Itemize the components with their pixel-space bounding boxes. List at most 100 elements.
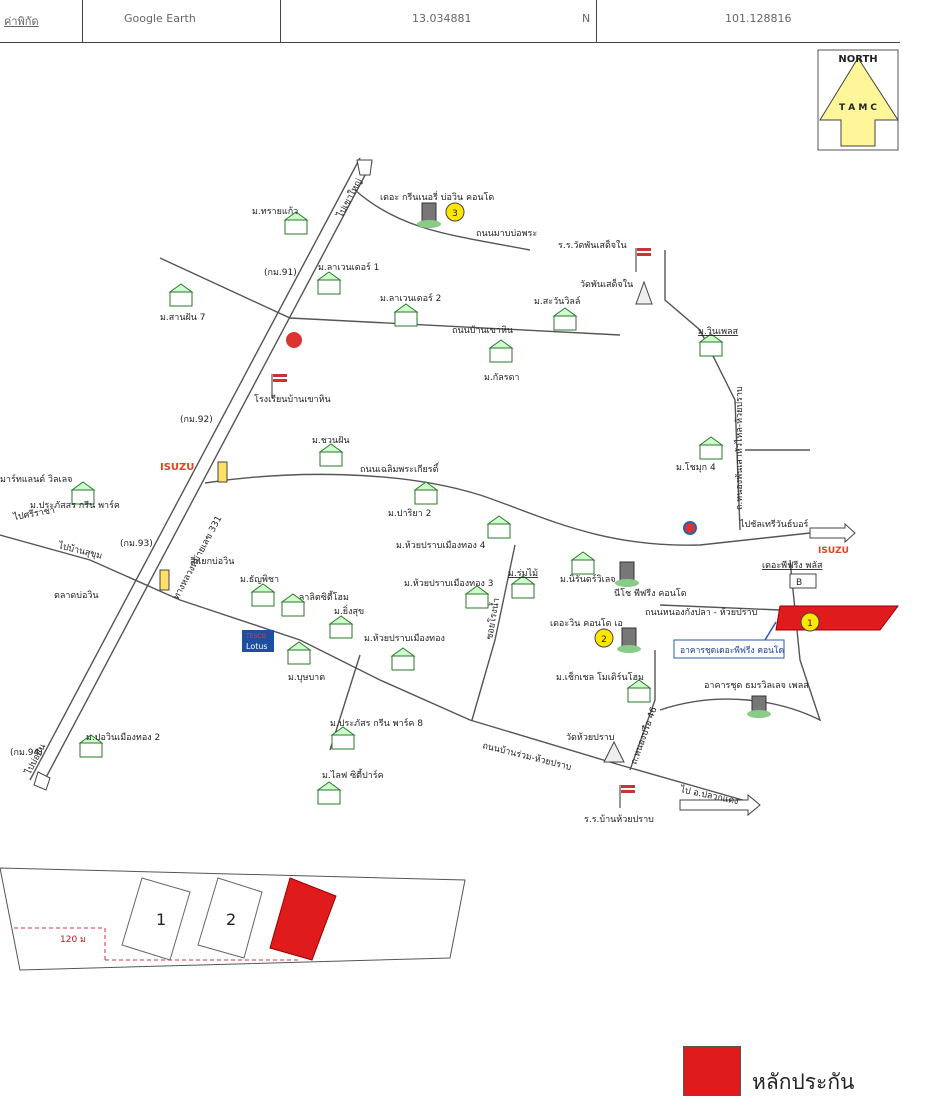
village-icon — [70, 481, 96, 505]
village-icon — [626, 679, 652, 703]
km-94: (กม.94) — [10, 748, 43, 758]
marker-3: 3 — [445, 202, 465, 222]
temple-icon — [635, 280, 653, 305]
landmark-wat: วัดพันเสด็จใน — [580, 277, 633, 290]
village-icon — [552, 307, 578, 331]
village-label: ม.กัลรดา — [484, 373, 520, 383]
village-icon — [286, 641, 312, 665]
condo-icon — [417, 202, 441, 228]
village-icon — [464, 585, 490, 609]
lot-b-label: B — [796, 578, 802, 588]
legend-swatch — [683, 1046, 741, 1096]
landmark-niche: นีโช พีฟรีง คอนโด — [614, 588, 687, 599]
flag-icon — [635, 248, 651, 272]
direction-arrows — [33, 159, 856, 817]
landmark-wat-school: ร.ร.วัดพันเสด็จใน — [558, 238, 627, 251]
village-icon — [318, 443, 344, 467]
landmark-wat-huaiprap: วัดห้วยปราบ — [566, 732, 615, 743]
village-label: ม.ห้วยปราบเมืองทอง — [364, 633, 445, 644]
village-label: ม.นิรันดร์วิเลจ — [560, 573, 616, 585]
landmark-subject: อาคารชุดเดอะพีฟรีง คอนโด — [680, 645, 784, 656]
road-pole-sign: ไปชัลเทรีวันธ์บอร์ — [739, 518, 809, 530]
landmark-theplace: เดอะพีฟรีง พลัส — [762, 560, 823, 571]
village-icon — [316, 271, 342, 295]
landmark-condo3: เดอะ กรีนเนอรี่ บ่อวิน คอนโด — [380, 190, 494, 203]
road-banchaohin: ถนนบ้านเขาหิน — [452, 325, 513, 336]
site-plan: 1 2 120 ม — [0, 867, 466, 971]
village-label: ม.ชวนฝัน — [312, 436, 350, 446]
latitude-value: 13.034881 — [412, 12, 472, 25]
landmarks: เดอะ กรีนเนอรี่ บ่อวิน คอนโด ร.ร.วัดพันเ… — [10, 190, 849, 825]
flag-icon — [619, 785, 635, 808]
km-92: (กม.92) — [180, 415, 213, 425]
village-label: ม.ธัญพิชา — [240, 574, 279, 585]
compass-letters: T A M C — [839, 103, 877, 113]
village-icon — [698, 333, 724, 357]
village-icon — [698, 436, 724, 460]
village-label: ม.ลาลิตซิตี้โฮม — [290, 590, 349, 603]
subject-lot — [269, 877, 337, 961]
km-91: (กม.91) — [264, 268, 297, 278]
road-sukhumvit-label: ไปบ้านสุขุม — [56, 540, 103, 562]
landmark-school-huaiprap: ร.ร.บ้านห้วยปราบ — [584, 814, 654, 825]
village-label: ม.โชมุก 4 — [676, 462, 716, 473]
road-maptabut: ถนนมาบบ่อพระ — [476, 229, 537, 239]
village-label: มาร์ทแลนด์ วิลเลจ — [0, 473, 72, 485]
village-icon — [330, 726, 356, 750]
condo-icon — [615, 561, 639, 587]
lot-2: 2 — [226, 910, 236, 929]
svg-text:1: 1 — [807, 619, 813, 629]
tesco-logo: TESCO — [245, 633, 266, 640]
village-label: ม.ปอวินเมืองทอง 2 — [86, 732, 160, 743]
isuzu-logo: ISUZU — [160, 462, 194, 473]
svg-text:2: 2 — [601, 635, 607, 645]
compass-title: NORTH — [838, 54, 877, 65]
village-icon — [488, 339, 514, 363]
landmark-market: ตลาดบ่อวิน — [54, 590, 99, 601]
village-label: ม.สะวันวิลล์ — [534, 295, 580, 307]
lot-1: 1 — [156, 910, 166, 929]
ptt-icon — [286, 332, 302, 348]
village-icon — [413, 481, 439, 505]
legend-label: หลักประกัน — [752, 1070, 855, 1094]
marker-1: 1 — [800, 612, 820, 632]
village-icon — [393, 303, 419, 327]
village-label: ม.ลาเวนเดอร์ 1 — [318, 261, 379, 273]
village-label: ม.ปาริยา 2 — [388, 508, 431, 519]
village-label: ม.เช็กเชล โมเดิร์นโฮม — [556, 670, 644, 683]
marker-2: 2 — [594, 628, 614, 648]
isuzu-logo: ISUZU — [818, 546, 849, 556]
village-label: ม.สานฝัน 7 — [160, 313, 206, 323]
village-label: ม.ประภัสร กรีน พาร์ค 8 — [330, 717, 423, 729]
village-icon — [316, 781, 342, 805]
coordinates-header: ค่าพิกัด Google Earth 13.034881 N 101.12… — [0, 0, 900, 43]
village-icon — [283, 211, 309, 235]
road-nongkang: ถนนหนองกังปลา - ห้วยปราบ — [645, 607, 758, 618]
village-label: ม.ห้วยปราบเมืองทอง 4 — [396, 540, 486, 551]
village-icon — [390, 647, 416, 671]
landmark-school-khaohin: โรงเรียนบ้านเขาหิน — [254, 394, 331, 405]
village-icon — [280, 593, 306, 617]
village-icon — [250, 583, 276, 607]
village-label: ม.ลาเวนเดอร์ 2 — [380, 292, 441, 304]
villages: ม.ทรายแก้ว ม.ลาเวนเดอร์ 1 ม.ลาเวนเดอร์ 2… — [0, 206, 739, 805]
village-label: ม.ทรายแก้ว — [252, 206, 298, 217]
flag-icon — [271, 374, 287, 398]
landmark-junction: สี่แยกบ่อวิน — [190, 554, 234, 567]
village-icon — [168, 283, 194, 307]
village-icon — [78, 734, 104, 758]
village-icon — [328, 615, 354, 639]
temple-icon — [603, 740, 625, 763]
coord-label: ค่าพิกัด — [4, 15, 39, 28]
bank-icon — [683, 521, 697, 535]
village-label: ม.ไลฟ ซิตี้ปาร์ค — [322, 768, 384, 781]
subject-property — [775, 605, 899, 631]
traffic-light-icon — [159, 461, 228, 591]
landmark-condo2: เดอะวิน คอนโด เอ — [550, 618, 623, 629]
roads — [0, 157, 822, 806]
north-compass: NORTH T A M C — [817, 49, 899, 151]
village-label: ม.วินเพลส — [698, 326, 739, 337]
condo-icon — [747, 695, 771, 718]
village-icon — [486, 515, 512, 539]
